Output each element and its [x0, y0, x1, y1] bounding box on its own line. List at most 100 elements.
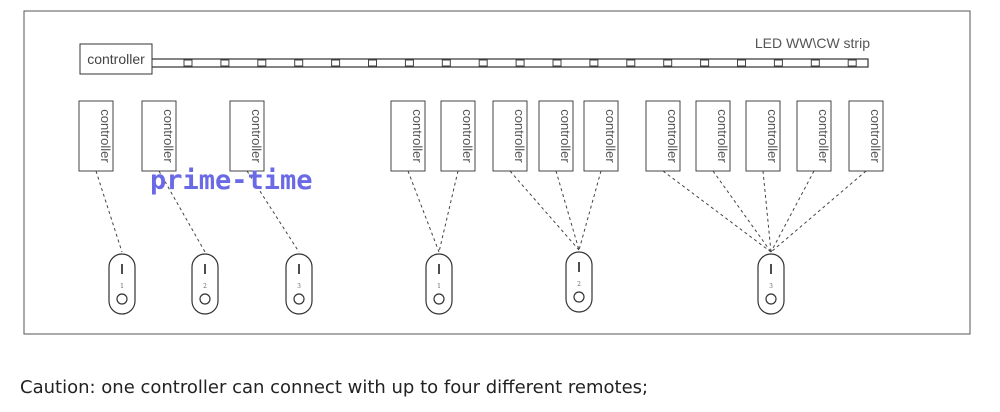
remote-body [757, 253, 785, 315]
dashed-link [246, 170, 300, 253]
controller-unit: controller [492, 100, 528, 172]
led-chip [589, 59, 599, 67]
led-chip [552, 59, 562, 67]
controller-label: controller [816, 109, 831, 163]
dashed-link [770, 170, 815, 253]
led-chip [700, 59, 710, 67]
controller-label: controller [161, 109, 176, 163]
controller-unit: controller [583, 100, 619, 172]
dashed-link [762, 170, 772, 253]
remote-off-button [573, 291, 585, 303]
controller-label: controller [410, 109, 425, 163]
diagram-frame [23, 10, 971, 335]
dashed-link [712, 170, 772, 253]
main-controller-label: controller [87, 51, 145, 67]
dashed-link [662, 170, 772, 253]
dashed-link [770, 170, 867, 253]
controller-label: controller [558, 109, 573, 163]
led-chip [626, 59, 636, 67]
remote-number: 3 [297, 283, 301, 290]
connection-lines [95, 170, 867, 253]
controller-unit: controller [141, 100, 177, 172]
controller-unit: controller [229, 100, 265, 172]
remote-control: 3 [757, 253, 785, 315]
controller-group: controller controller controller controller… [645, 100, 884, 315]
led-chip [478, 59, 488, 67]
remote-off-button [765, 293, 777, 305]
led-chip [220, 59, 230, 67]
controller-box [745, 100, 781, 172]
remote-control: 1 [425, 253, 453, 315]
controller-unit: controller [390, 100, 426, 172]
controller-group: controller 3 [229, 100, 313, 315]
remote-off-button [199, 293, 211, 305]
controller-box [440, 100, 476, 172]
remote-number: 2 [577, 281, 581, 288]
dashed-link [95, 170, 123, 253]
controller-box [583, 100, 619, 172]
remote-number: 1 [120, 283, 124, 290]
remote-control: 1 [108, 253, 136, 315]
controller-unit: controller [848, 100, 884, 172]
strip-label: LED WW\CW strip [755, 35, 870, 51]
main-controller: controller [79, 43, 153, 75]
remote-body [108, 253, 136, 315]
controller-box [695, 100, 731, 172]
controller-box [848, 100, 884, 172]
controller-unit: controller [695, 100, 731, 172]
remote-control: 2 [565, 251, 593, 313]
remote-off-button [293, 293, 305, 305]
caption-text: Caution: one controller can connect with… [20, 377, 649, 398]
led-chip [847, 59, 857, 67]
dashed-link [407, 170, 440, 253]
controller-unit: controller [645, 100, 681, 172]
led-chip [294, 59, 304, 67]
remote-control: 2 [191, 253, 219, 315]
controller-box [645, 100, 681, 172]
dashed-link [509, 170, 580, 251]
controller-unit: controller [538, 100, 574, 172]
remote-body [565, 251, 593, 313]
remote-body [285, 253, 313, 315]
led-chip [773, 59, 783, 67]
controller-unit: controller [796, 100, 832, 172]
controller-unit: controller [78, 100, 114, 172]
controller-unit: controller [745, 100, 781, 172]
controller-label: controller [715, 109, 730, 163]
remote-off-button [116, 293, 128, 305]
controller-label: controller [868, 109, 883, 163]
controller-label: controller [460, 109, 475, 163]
remote-number: 1 [437, 283, 441, 290]
led-chip [737, 59, 746, 67]
watermark: prime-time [150, 165, 313, 196]
led-chip [368, 59, 377, 67]
remote-number: 2 [203, 283, 207, 290]
controller-label: controller [665, 109, 680, 163]
controller-box [141, 100, 177, 172]
controller-box [796, 100, 832, 172]
controller-label: controller [512, 109, 527, 163]
controller-label: controller [603, 109, 618, 163]
remote-number: 3 [769, 283, 773, 290]
remote-control: 3 [285, 253, 313, 315]
controller-label: controller [765, 109, 780, 163]
dashed-link [555, 170, 580, 251]
controller-group: controller controller controller 2 [492, 100, 619, 313]
controller-label: controller [249, 109, 264, 163]
controller-group: controller 2 [141, 100, 219, 315]
led-chip [810, 59, 820, 67]
dashed-link [578, 170, 602, 251]
controller-label: controller [98, 109, 113, 163]
led-chip [331, 59, 341, 67]
controller-groups: controller1controller2controller3control… [78, 100, 884, 315]
dashed-link [438, 170, 459, 253]
controller-box [78, 100, 114, 172]
controller-box [538, 100, 574, 172]
controller-box [492, 100, 528, 172]
remote-body [425, 253, 453, 315]
led-chips [183, 59, 857, 67]
led-chip [663, 59, 673, 67]
remote-off-button [433, 293, 445, 305]
controller-group: controller controller 1 [390, 100, 476, 315]
